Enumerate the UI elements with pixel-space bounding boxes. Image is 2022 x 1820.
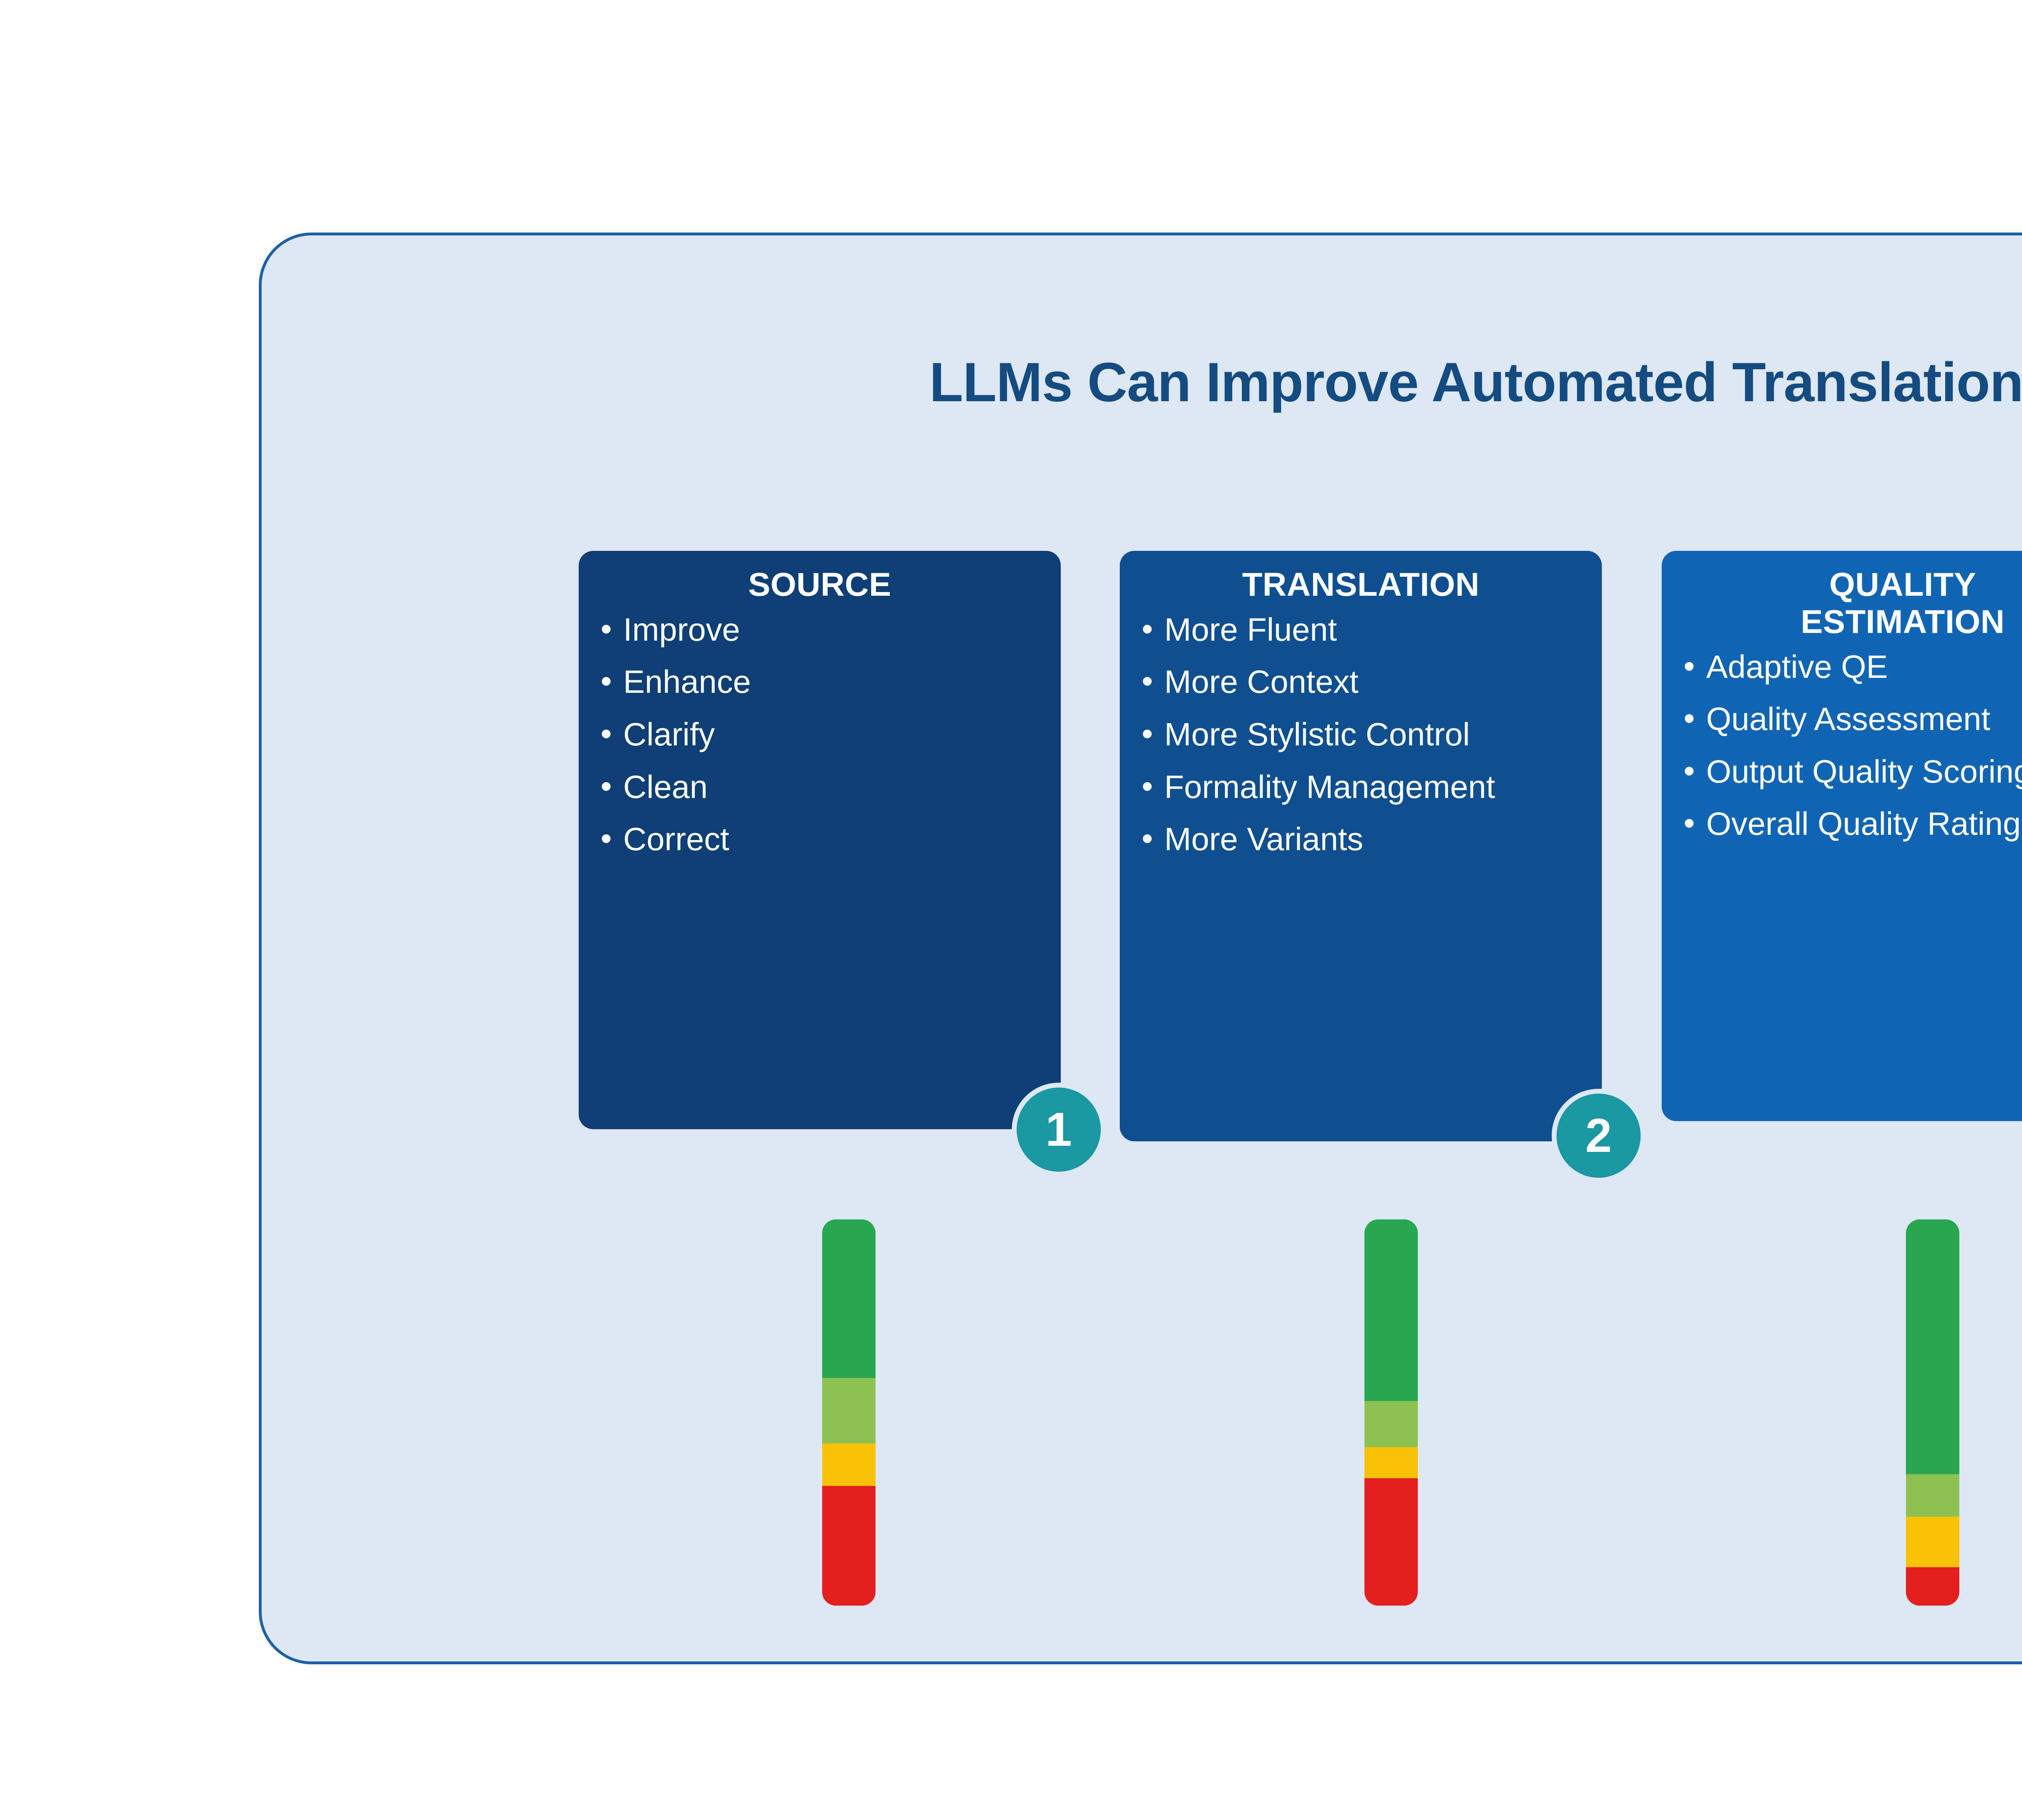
page-title: LLMs Can Improve Automated Translation O… [929, 351, 2022, 413]
list-item: More Variants [1138, 821, 1584, 857]
card-bullet-list: Adaptive QE Quality Assessment Output Qu… [1679, 649, 2022, 841]
list-item: Clarify [596, 716, 1043, 752]
card-title: QUALITY ESTIMATION [1679, 566, 2022, 641]
bar-segment-good [1906, 1474, 1959, 1517]
bar-segment-excellent [1906, 1219, 1959, 1475]
card-bullet-list: Improve Enhance Clarify Clean Correct [596, 612, 1043, 857]
bar-segment-fair [1906, 1517, 1959, 1567]
stage-card-source[interactable]: SOURCE Improve Enhance Clarify Clean Cor… [579, 551, 1061, 1129]
bar-segment-fair [1364, 1447, 1418, 1478]
bar-segment-good [1364, 1401, 1418, 1448]
badge-number: 2 [1585, 1109, 1612, 1162]
bar-segment-fair [822, 1443, 876, 1486]
list-item: Clean [596, 769, 1043, 804]
bar-segment-poor [822, 1486, 876, 1606]
badge-number: 1 [1045, 1103, 1072, 1156]
list-item: Quality Assessment [1679, 701, 2022, 736]
card-title-line-1: QUALITY [1829, 566, 1976, 603]
stage-card-translation[interactable]: TRANSLATION More Fluent More Context Mor… [1120, 551, 1602, 1141]
infographic-panel: LLMs Can Improve Automated Translation O… [259, 233, 2022, 1664]
list-item: Enhance [596, 664, 1043, 699]
stage-card-quality-estimation[interactable]: QUALITY ESTIMATION Adaptive QE Quality A… [1662, 551, 2022, 1121]
list-item: Output Quality Scoring [1679, 753, 2022, 789]
list-item: More Stylistic Control [1138, 716, 1584, 752]
list-item: Correct [596, 821, 1043, 857]
bar-segment-excellent [1364, 1219, 1418, 1401]
card-number-badge-2: 2 [1552, 1089, 1646, 1183]
card-bullet-list: More Fluent More Context More Stylistic … [1138, 612, 1584, 857]
card-number-badge-1: 1 [1012, 1083, 1106, 1177]
list-item: More Fluent [1138, 612, 1584, 647]
list-item: More Context [1138, 664, 1584, 699]
quality-bar-translation [1364, 1219, 1418, 1606]
quality-bar-quality-estimation [1906, 1219, 1959, 1606]
list-item: Overall Quality Rating [1679, 806, 2022, 841]
bar-segment-poor [1364, 1478, 1418, 1606]
bar-segment-excellent [822, 1219, 876, 1378]
card-title-line-2: ESTIMATION [1800, 603, 2005, 640]
card-title: TRANSLATION [1242, 566, 1480, 603]
card-title: SOURCE [748, 566, 891, 603]
quality-bar-source [822, 1219, 876, 1606]
list-item: Improve [596, 612, 1043, 647]
bar-segment-good [822, 1378, 876, 1443]
bar-segment-poor [1906, 1567, 1959, 1606]
list-item: Formality Management [1138, 769, 1584, 804]
list-item: Adaptive QE [1679, 649, 2022, 684]
